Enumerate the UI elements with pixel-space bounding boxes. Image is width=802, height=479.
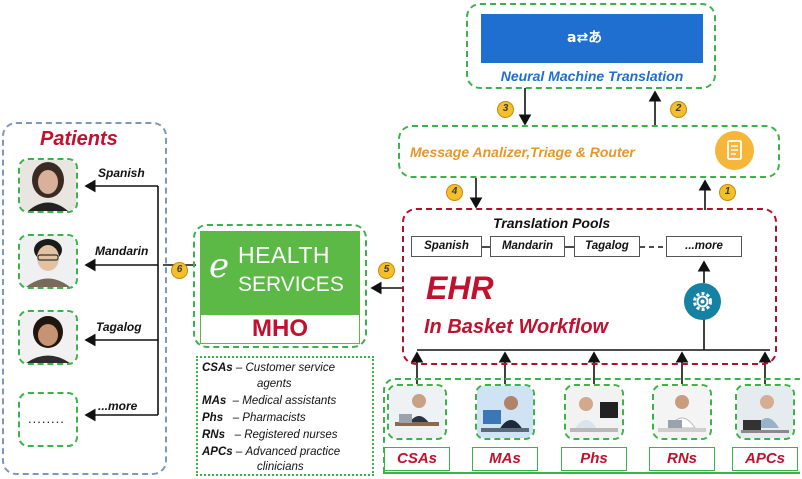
staff-photo-csas: [387, 384, 447, 440]
patient-photo-mandarin: [18, 234, 78, 289]
step-badge-5: 5: [378, 262, 395, 279]
health-line1: HEALTH: [238, 242, 331, 268]
staff-photo-apcs: [735, 384, 795, 440]
staff-label-phs: Phs: [561, 447, 627, 471]
patients-panel: [2, 122, 167, 475]
staff-panel: [383, 378, 800, 475]
pool-mandarin: Mandarin: [490, 236, 565, 257]
patients-title: Patients: [40, 128, 118, 150]
step-badge-2: 2: [670, 101, 687, 118]
legend-row-rns: RNs – Registered nurses: [202, 429, 338, 441]
patient-photo-spanish: [18, 158, 78, 213]
router-title: Message Analizer,Triage & Router: [410, 144, 635, 160]
pool-tagalog: Tagalog: [574, 236, 640, 257]
legend-row-mas: MAs – Medical assistants: [202, 395, 337, 407]
translator-icon: a⇄あ: [567, 30, 603, 46]
staff-label-csas: CSAs: [384, 447, 450, 471]
staff-photo-mas: [475, 384, 535, 440]
router-panel: [398, 125, 780, 178]
ehr-title: EHR: [426, 270, 494, 306]
legend-row-csas-cont: agents: [257, 378, 292, 390]
pool-more: ...more: [666, 236, 742, 257]
nmt-panel: [466, 3, 716, 89]
document-icon: [715, 131, 754, 170]
translator-banner: [481, 14, 703, 63]
staff-photo-phs: [564, 384, 624, 440]
lang-label-spanish: Spanish: [98, 166, 145, 180]
legend-row-csas: CSAs – Customer service: [202, 362, 335, 374]
health-logo-icon: e: [209, 246, 230, 286]
nmt-title: Neural Machine Translation: [500, 68, 684, 84]
staff-label-rns: RNs: [649, 447, 715, 471]
step-badge-4: 4: [446, 184, 463, 201]
lang-label-more: ...more: [98, 399, 138, 413]
step-badge-6: 6: [171, 262, 188, 279]
legend-box: [196, 356, 374, 476]
lang-label-tagalog: Tagalog: [96, 320, 142, 334]
pool-spanish: Spanish: [411, 236, 482, 257]
staff-label-mas: MAs: [472, 447, 538, 471]
legend-row-apcs: APCs – Advanced practice: [202, 446, 341, 458]
step-badge-1: 1: [719, 184, 736, 201]
mho-label-box: [200, 314, 360, 344]
patient-photo-more: ........: [18, 392, 78, 447]
health-services-logo: [200, 231, 360, 314]
gear-icon: [684, 283, 721, 320]
health-services-panel: [193, 224, 367, 348]
translation-pools-title: Translation Pools: [493, 215, 611, 231]
legend-row-phs: Phs – Pharmacists: [202, 412, 306, 424]
patient-placeholder: ........: [28, 411, 65, 426]
ehr-subtitle: In Basket Workflow: [424, 316, 609, 338]
patient-photo-tagalog: [18, 310, 78, 365]
lang-label-mandarin: Mandarin: [95, 244, 149, 258]
legend-row-apcs-cont: clinicians: [257, 461, 304, 473]
ehr-panel: [402, 208, 777, 365]
health-line2: SERVICES: [238, 273, 344, 296]
mho-label: MHO: [252, 315, 308, 342]
staff-photo-rns: [652, 384, 712, 440]
step-badge-3: 3: [497, 101, 514, 118]
staff-label-apcs: APCs: [732, 447, 798, 471]
